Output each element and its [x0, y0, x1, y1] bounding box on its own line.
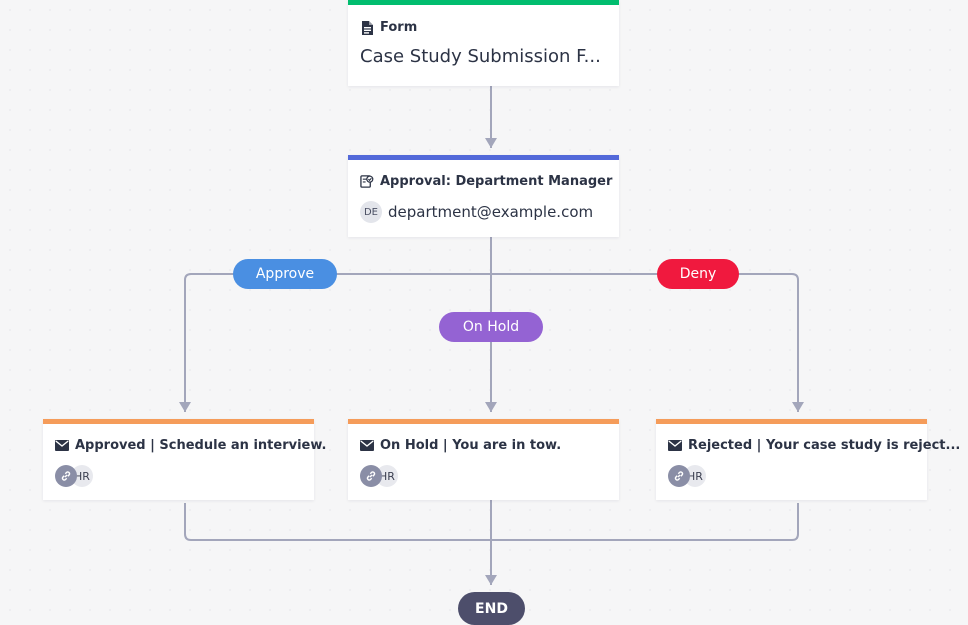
approval-assignee: DE department@example.com: [360, 201, 593, 223]
email-node-title: On Hold | You are in tow.: [380, 438, 562, 453]
email-node-on-hold[interactable]: On Hold | You are in tow. HR: [348, 419, 619, 500]
envelope-icon: [360, 439, 374, 453]
email-node-title: Rejected | Your case study is reject...: [688, 438, 961, 453]
form-node[interactable]: Form Case Study Submission F...: [348, 0, 619, 86]
document-icon: [360, 20, 374, 35]
email-node-title: Approved | Schedule an interview.: [75, 438, 327, 453]
link-icon: [55, 465, 77, 487]
approve-branch-label[interactable]: Approve: [233, 259, 337, 289]
email-recipients: HR: [668, 465, 706, 487]
onhold-branch-label[interactable]: On Hold: [439, 312, 543, 342]
envelope-icon: [55, 439, 69, 453]
deny-branch-label[interactable]: Deny: [657, 259, 739, 289]
recipient-avatar: HR: [376, 465, 398, 487]
link-icon: [360, 465, 382, 487]
link-icon: [668, 465, 690, 487]
form-node-title: Case Study Submission F...: [360, 46, 601, 67]
end-node[interactable]: END: [458, 592, 525, 625]
approval-node-type-label: Approval: Department Manager: [380, 174, 613, 189]
assignee-avatar: DE: [360, 201, 382, 223]
connector-approve-branch: [179, 273, 491, 412]
approval-node-accent-bar: [348, 155, 619, 160]
form-node-accent-bar: [348, 0, 619, 5]
form-node-type-label: Form: [380, 20, 418, 35]
email-node-accent-bar: [656, 419, 927, 424]
email-node-rejected[interactable]: Rejected | Your case study is reject... …: [656, 419, 960, 500]
email-recipients: HR: [55, 465, 93, 487]
email-node-approved[interactable]: Approved | Schedule an interview. HR: [43, 419, 326, 500]
approval-node[interactable]: Approval: Department Manager DE departme…: [348, 155, 619, 237]
email-node-accent-bar: [348, 419, 619, 424]
assignee-email: department@example.com: [388, 203, 594, 221]
email-recipients: HR: [360, 465, 398, 487]
email-node-accent-bar: [43, 419, 314, 424]
approval-document-icon: [360, 175, 374, 189]
recipient-avatar: HR: [684, 465, 706, 487]
envelope-icon: [668, 439, 682, 453]
recipient-avatar: HR: [71, 465, 93, 487]
connector-deny-branch: [491, 273, 804, 412]
